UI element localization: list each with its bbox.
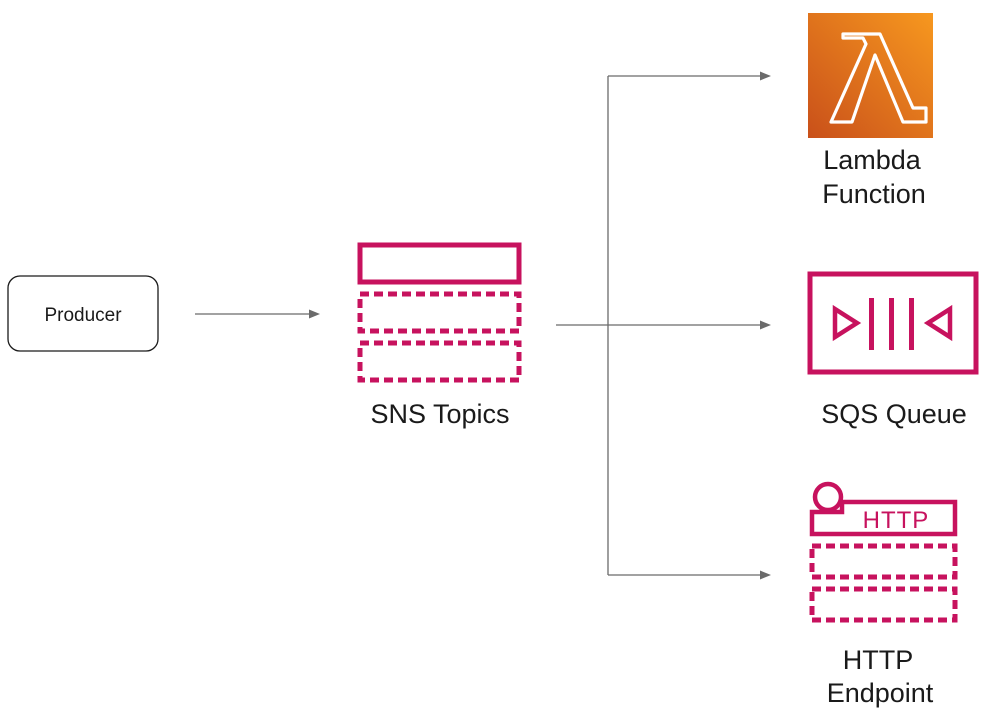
lambda-label-line2: Function bbox=[822, 179, 926, 209]
sqs-queue-icon bbox=[807, 271, 979, 375]
http-badge-text: HTTP bbox=[863, 507, 930, 534]
arrowhead bbox=[309, 309, 320, 319]
arrowhead bbox=[760, 320, 771, 330]
producer-box bbox=[7, 275, 159, 352]
sns-topics-node[interactable]: SNS Topics bbox=[357, 242, 522, 429]
sns-topics-label: SNS Topics bbox=[370, 399, 509, 429]
arrowhead bbox=[760, 570, 771, 580]
http-label-line2: Endpoint bbox=[827, 678, 934, 708]
edge-producer-sns bbox=[195, 309, 320, 319]
lambda-function-node[interactable]: Lambda Function bbox=[808, 13, 933, 209]
producer-label: Producer bbox=[44, 305, 122, 326]
lambda-label-line1: Lambda bbox=[823, 145, 922, 175]
sqs-queue-node[interactable]: SQS Queue bbox=[807, 271, 979, 429]
http-label-line1: HTTP bbox=[843, 645, 914, 675]
sns-topics-icon bbox=[357, 242, 522, 383]
producer-node[interactable]: Producer bbox=[7, 275, 159, 352]
sqs-queue-label: SQS Queue bbox=[821, 399, 967, 429]
lambda-icon bbox=[808, 13, 933, 138]
http-endpoint-icon: HTTP bbox=[809, 481, 958, 623]
arrowhead bbox=[760, 71, 771, 81]
edge-sns-fanout bbox=[556, 71, 771, 580]
http-endpoint-node[interactable]: HTTP HTTP Endpoint bbox=[809, 481, 958, 708]
